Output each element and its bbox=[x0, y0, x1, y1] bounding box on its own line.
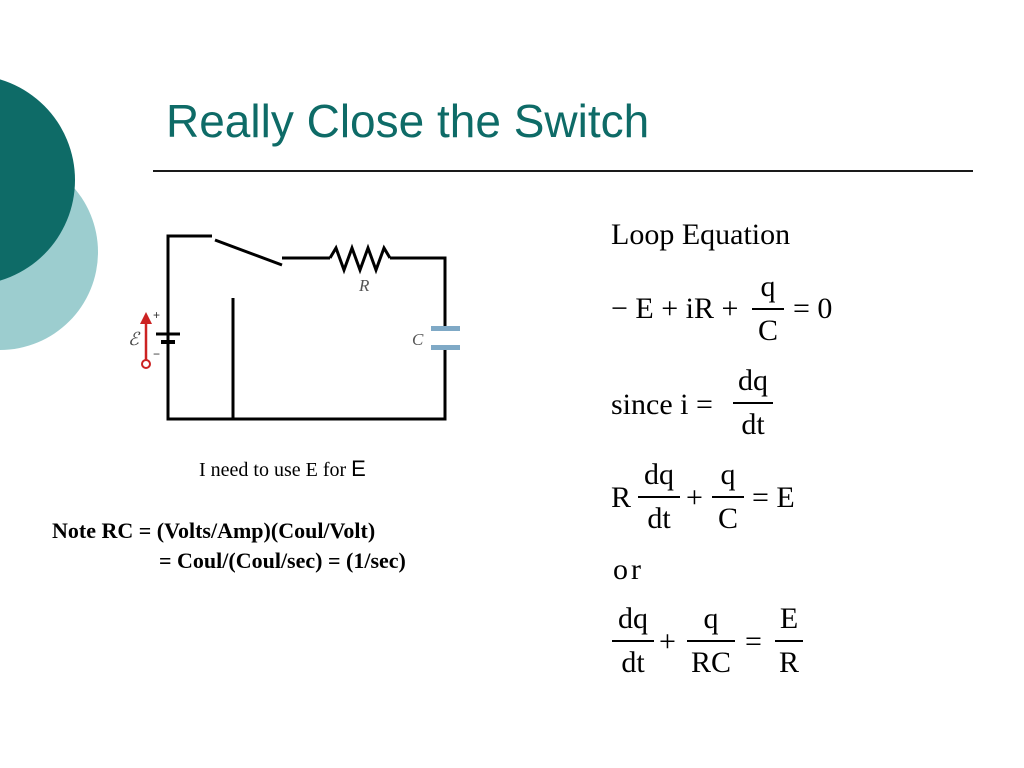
eq1-fraction-bar bbox=[752, 308, 784, 310]
right-top-wire bbox=[390, 256, 447, 326]
caption-text: I need to use E for bbox=[199, 459, 352, 481]
eq2-fraction-bar bbox=[733, 402, 773, 404]
eq3-denominator-2: C bbox=[717, 502, 738, 535]
resistor-symbol bbox=[328, 243, 392, 275]
eq4-fraction-bar-1 bbox=[612, 640, 654, 642]
eq3-rhs: = E bbox=[752, 481, 795, 514]
dark-teal-circle bbox=[0, 79, 75, 281]
eq4-equals: = bbox=[745, 625, 762, 658]
eq3-fraction-1: dq dt bbox=[638, 458, 680, 536]
eq4-fraction-3: E R bbox=[775, 602, 803, 680]
eq4-fraction-2: q RC bbox=[687, 602, 735, 680]
left-wire bbox=[166, 234, 212, 421]
note-line-2: = Coul/(Coul/sec) = (1/sec) bbox=[159, 548, 406, 573]
eq3-plus: + bbox=[686, 481, 703, 514]
eq1-rhs: = 0 bbox=[793, 292, 833, 325]
emf-label: ℰ bbox=[128, 329, 141, 349]
eq2-fraction: dq dt bbox=[733, 364, 773, 442]
eq3-r: R bbox=[611, 481, 632, 514]
bottom-wire bbox=[168, 350, 447, 421]
eq3-numerator-1: dq bbox=[644, 458, 674, 491]
minus-sign: − bbox=[153, 347, 160, 361]
eq4-denominator-3: R bbox=[778, 646, 799, 679]
eq4-plus: + bbox=[659, 625, 676, 658]
capacitor-plate-bottom bbox=[431, 345, 460, 350]
eq1-numerator: q bbox=[760, 270, 776, 303]
eq3-fraction-bar-1 bbox=[638, 496, 680, 498]
eq3-denominator-1: dt bbox=[647, 502, 671, 535]
or-text: or bbox=[613, 553, 644, 586]
emf-arrow-head bbox=[140, 312, 152, 324]
eq4-numerator-1: dq bbox=[618, 602, 648, 635]
equations-heading: Loop Equation bbox=[611, 218, 791, 251]
eq4-denominator-1: dt bbox=[621, 646, 645, 679]
caption-symbol: E bbox=[351, 456, 366, 481]
emf-caption: I need to use E for E bbox=[199, 456, 366, 482]
eq4-fraction-1: dq dt bbox=[612, 602, 654, 680]
capacitor-plate-top bbox=[431, 326, 460, 331]
eq4-denominator-2: RC bbox=[690, 646, 732, 679]
switch-arm bbox=[214, 238, 283, 267]
eq2-lhs: since i = bbox=[611, 388, 713, 421]
plus-sign: + bbox=[153, 308, 160, 322]
eq4-fraction-bar-3 bbox=[775, 640, 803, 642]
emf-arrow-tail bbox=[141, 359, 151, 369]
note-line-1: Note RC = (Volts/Amp)(Coul/Volt) bbox=[52, 518, 376, 543]
decorative-circles bbox=[0, 79, 98, 350]
eq4-numerator-3: E bbox=[779, 602, 799, 635]
eq4-numerator-2: q bbox=[703, 602, 719, 635]
eq2-denominator: dt bbox=[741, 408, 765, 441]
eq1-fraction: q C bbox=[752, 270, 784, 348]
eq4-fraction-bar-2 bbox=[687, 640, 735, 642]
capacitor-label: C bbox=[412, 330, 424, 349]
units-note: Note RC = (Volts/Amp)(Coul/Volt) = Coul/… bbox=[52, 516, 406, 576]
eq3-numerator-2: q bbox=[720, 458, 736, 491]
eq1-lhs: − E + iR + bbox=[611, 292, 739, 325]
slide-title: Really Close the Switch bbox=[166, 95, 650, 147]
resistor-label: R bbox=[358, 276, 370, 295]
eq2-numerator: dq bbox=[738, 364, 768, 397]
rc-circuit-diagram: ℰ + − R C bbox=[128, 234, 460, 421]
title-divider bbox=[153, 170, 973, 172]
eq1-denominator: C bbox=[757, 314, 778, 347]
eq3-fraction-2: q C bbox=[712, 458, 744, 536]
eq3-fraction-bar-2 bbox=[712, 496, 744, 498]
